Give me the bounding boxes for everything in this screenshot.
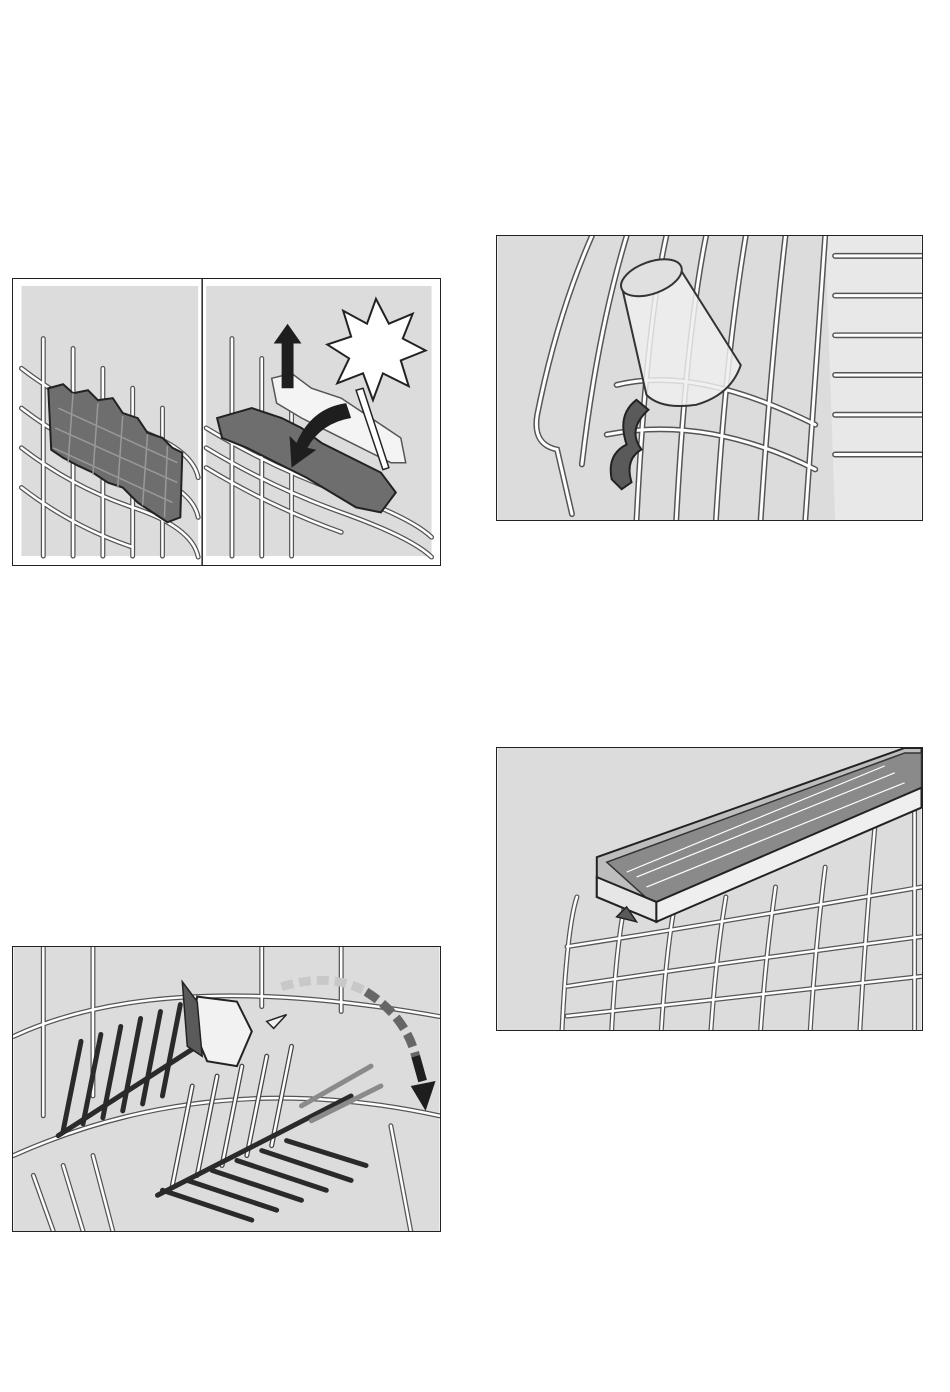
glass-holder-illustration bbox=[497, 236, 922, 520]
right-panel bbox=[206, 286, 431, 557]
glass-holder-figure bbox=[496, 235, 923, 521]
folding-tines-figure bbox=[12, 946, 441, 1232]
cutlery-tray-figure bbox=[496, 747, 923, 1031]
cutlery-tray-illustration bbox=[497, 748, 922, 1030]
rack-flap-illustration bbox=[13, 279, 440, 565]
left-panel bbox=[21, 286, 198, 557]
rack-flap-figure bbox=[12, 278, 441, 566]
folding-tines-illustration bbox=[13, 947, 440, 1231]
